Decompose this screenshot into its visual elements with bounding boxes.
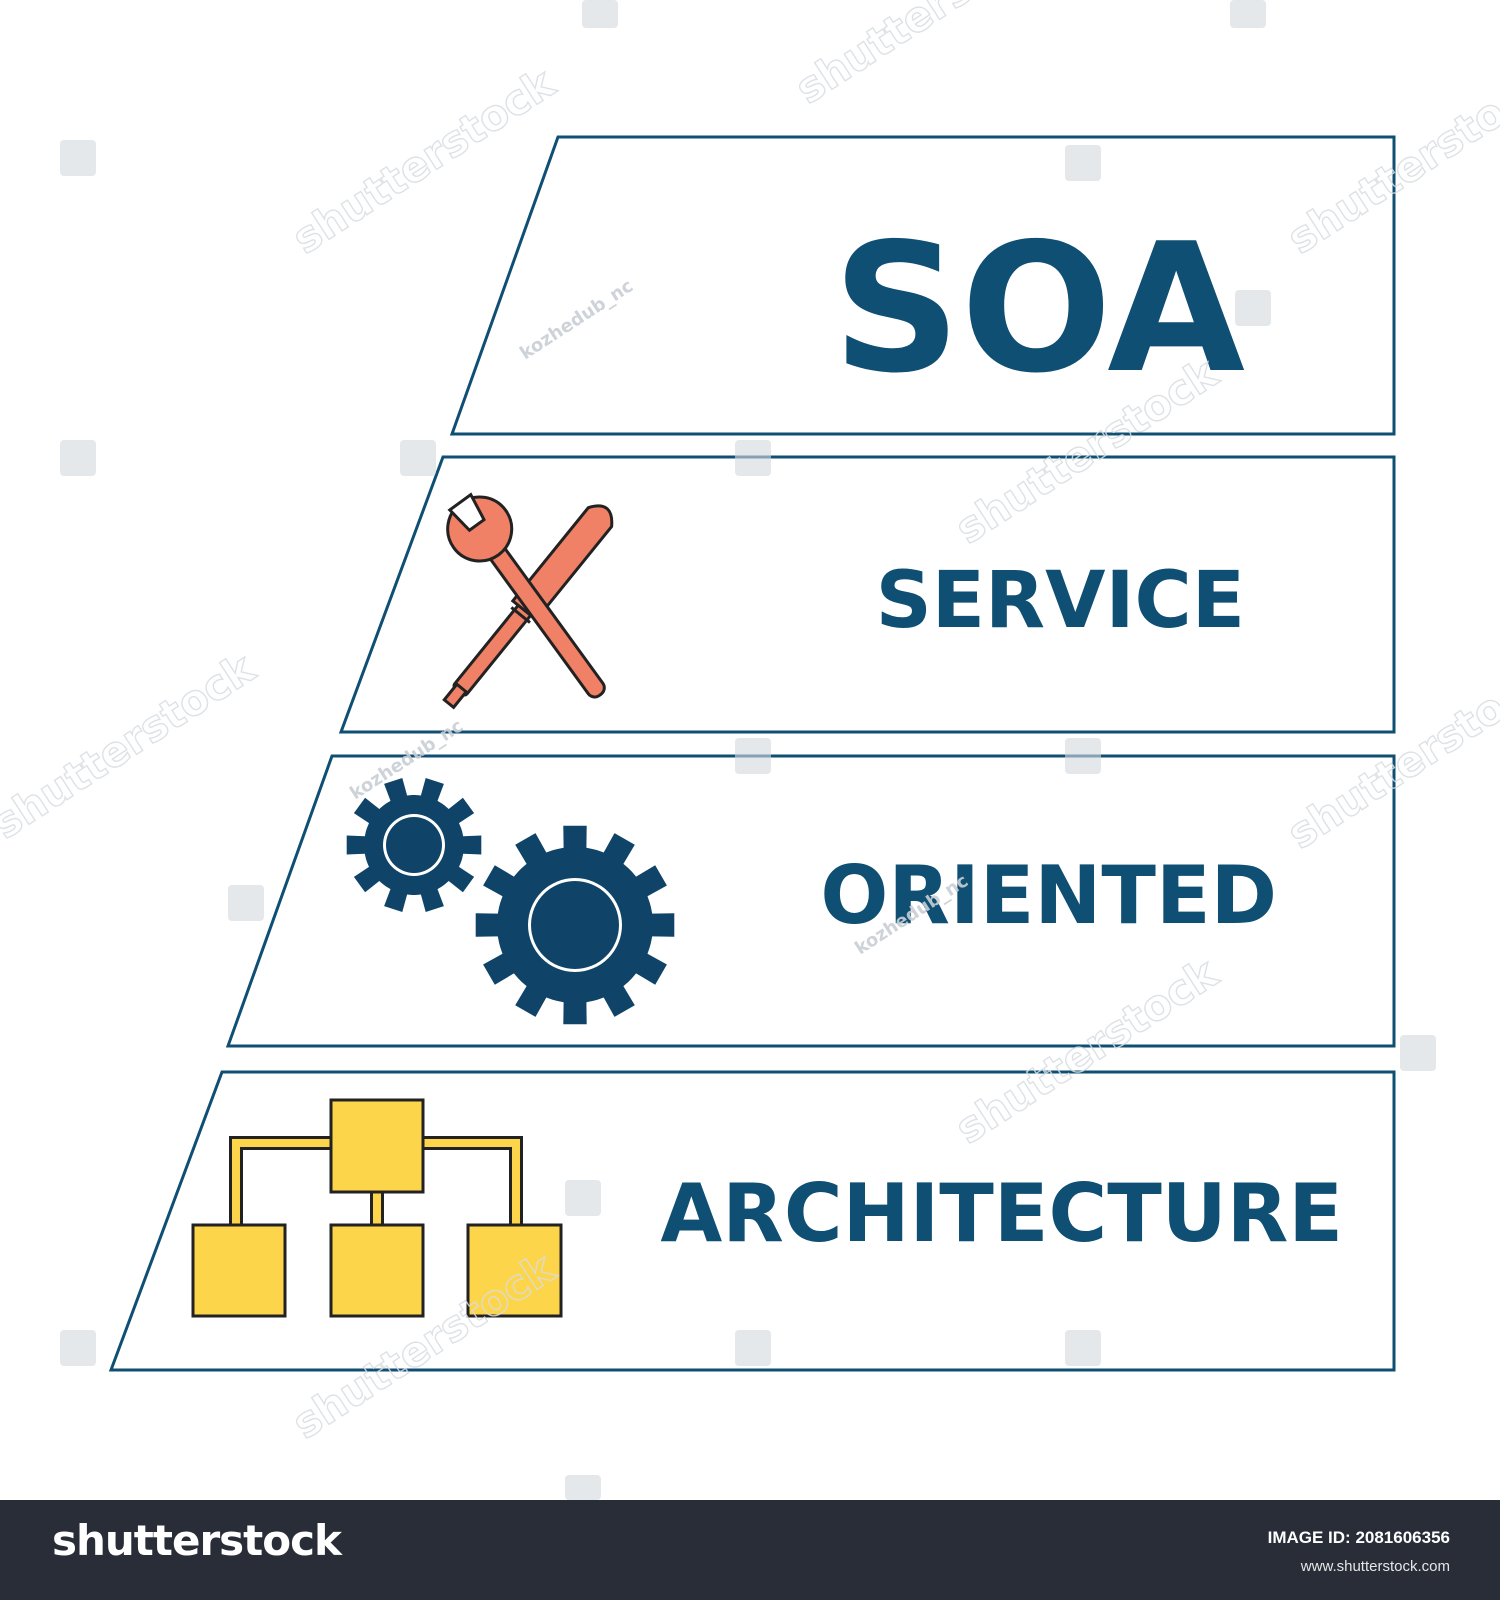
wrench-screwdriver-icon: [442, 492, 614, 710]
tier-label-architecture: ARCHITECTURE: [660, 1167, 1343, 1260]
gear-hub: [386, 817, 442, 873]
tier-frame: [449, 135, 1396, 436]
footer-logo: shutterstock: [52, 1516, 342, 1565]
watermark-text: shutterstock: [787, 0, 1067, 113]
wrench-shape: [446, 492, 606, 699]
soa-diagram: SOA SERVICE: [0, 0, 1500, 1500]
tier-label-soa: SOA: [833, 205, 1246, 412]
small-gear-icon: [346, 778, 482, 912]
hierarchy-top-block: [329, 1098, 425, 1194]
gear-hub: [531, 881, 619, 969]
footer-url: www.shutterstock.com: [1300, 1558, 1450, 1575]
tier-oriented: ORIENTED: [225, 754, 1396, 1048]
tier-label-service: SERVICE: [876, 556, 1245, 646]
tier-soa: SOA: [449, 135, 1396, 436]
gears-icon: [346, 778, 675, 1025]
tier-stack: SOA SERVICE: [0, 0, 1500, 1500]
stock-footer: shutterstock IMAGE ID: 2081606356 www.sh…: [0, 1500, 1500, 1600]
footer-image-id: IMAGE ID: 2081606356: [1267, 1528, 1450, 1547]
tier-architecture: ARCHITECTURE: [108, 1070, 1396, 1372]
watermark-text: shutterstock: [0, 643, 264, 849]
hierarchy-icon: [191, 1098, 563, 1318]
tier-service: SERVICE: [338, 455, 1396, 734]
hierarchy-right-block: [466, 1223, 563, 1318]
large-gear-icon: [475, 825, 675, 1025]
tier-label-oriented: ORIENTED: [820, 849, 1277, 942]
hierarchy-left-block: [191, 1223, 287, 1318]
watermark-text: shutterstock: [284, 58, 564, 264]
hierarchy-middle-block: [329, 1223, 425, 1318]
